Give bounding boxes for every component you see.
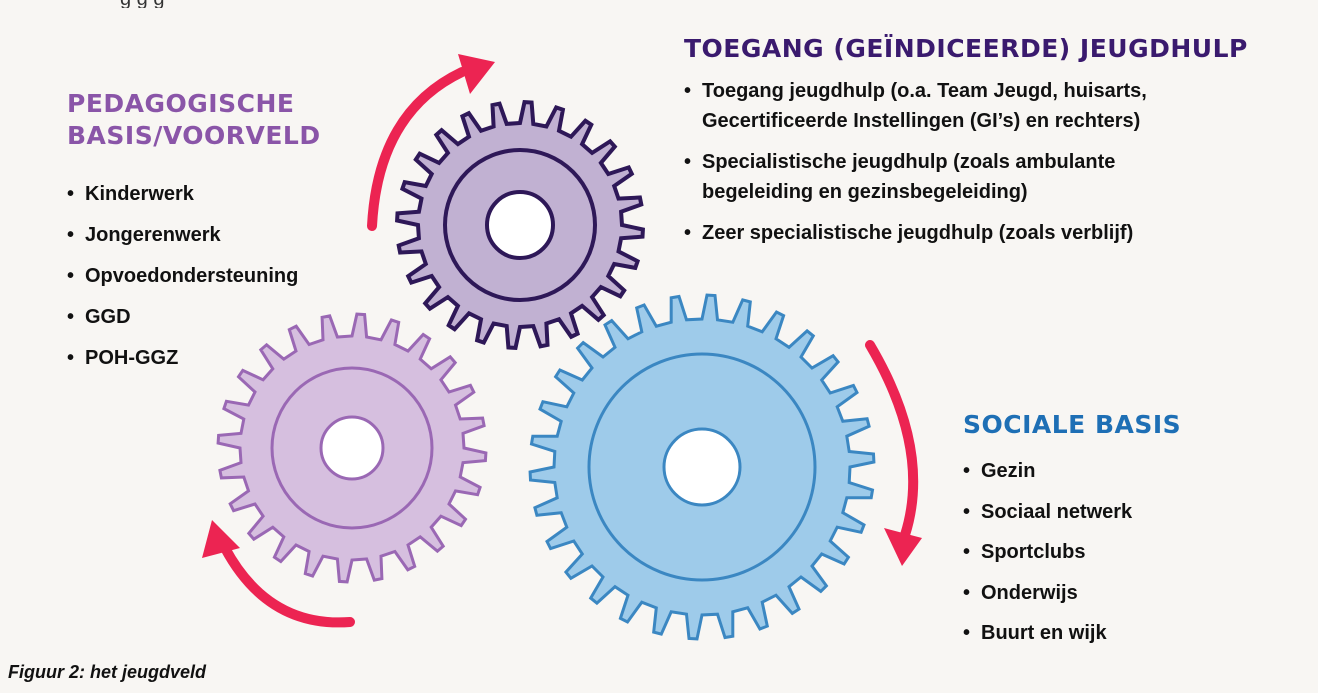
gear-sociale-basis-hub [662, 427, 742, 507]
rotation-arrow-left [220, 543, 355, 628]
toegang-list: Toegang jeugdhulp (o.a. Team Jeugd, huis… [684, 76, 1284, 259]
list-item: Kinderwerk [67, 174, 298, 215]
gear-pedagogische-hub [319, 415, 385, 481]
sociale-heading: SOCIALE BASIS [963, 410, 1182, 439]
rotation-arrow-right [865, 340, 919, 540]
list-item: POH-GGZ [67, 338, 298, 379]
list-item: Specialistische jeugdhulp (zoals ambulan… [684, 147, 1284, 207]
list-item-line: begeleiding en gezinsbegeleiding) [702, 181, 1028, 203]
list-item: Onderwijs [963, 573, 1132, 614]
rotation-arrowhead-top [458, 54, 495, 94]
pedagogische-heading: PEDAGOGISCHE BASIS/VOORVELD [67, 88, 367, 152]
toegang-heading: TOEGANG (GEÏNDICEERDE) JEUGDHULP [684, 34, 1248, 63]
list-item: Sociaal netwerk [963, 492, 1132, 533]
gear-toegang-ring [443, 148, 597, 302]
list-item: Opvoedondersteuning [67, 256, 298, 297]
sociale-list: Gezin Sociaal netwerk Sportclubs Onderwi… [963, 451, 1132, 654]
list-item: GGD [67, 297, 298, 338]
pedagogische-list: Kinderwerk Jongerenwerk Opvoedondersteun… [67, 174, 298, 379]
list-item: Sportclubs [963, 532, 1132, 573]
figure-caption: Figuur 2: het jeugdveld [8, 662, 207, 682]
clipped-top-text: g g g [0, 0, 700, 8]
list-item-line: Toegang jeugdhulp (o.a. Team Jeugd, huis… [702, 80, 1147, 102]
pedagogische-heading-line1: PEDAGOGISCHE [67, 89, 295, 118]
list-item: Zeer specialistische jeugdhulp (zoals ve… [684, 218, 1284, 248]
list-item: Buurt en wijk [963, 613, 1132, 654]
rotation-arrowhead-left [202, 520, 240, 558]
rotation-arrowhead-right [884, 528, 922, 566]
list-item-line: Specialistische jeugdhulp (zoals ambulan… [702, 151, 1116, 173]
list-item: Gezin [963, 451, 1132, 492]
rotation-arrow-top [367, 67, 467, 231]
gear-toegang-hub [485, 190, 555, 260]
pedagogische-heading-line2: BASIS/VOORVELD [67, 121, 321, 150]
gear-pedagogische-ring [270, 366, 434, 530]
list-item: Jongerenwerk [67, 215, 298, 256]
list-item-line: Gecertificeerde Instellingen (GI’s) en r… [702, 110, 1141, 132]
list-item-line: Zeer specialistische jeugdhulp (zoals ve… [702, 222, 1134, 244]
gear-sociale-basis-ring [587, 352, 817, 582]
list-item: Toegang jeugdhulp (o.a. Team Jeugd, huis… [684, 76, 1284, 136]
